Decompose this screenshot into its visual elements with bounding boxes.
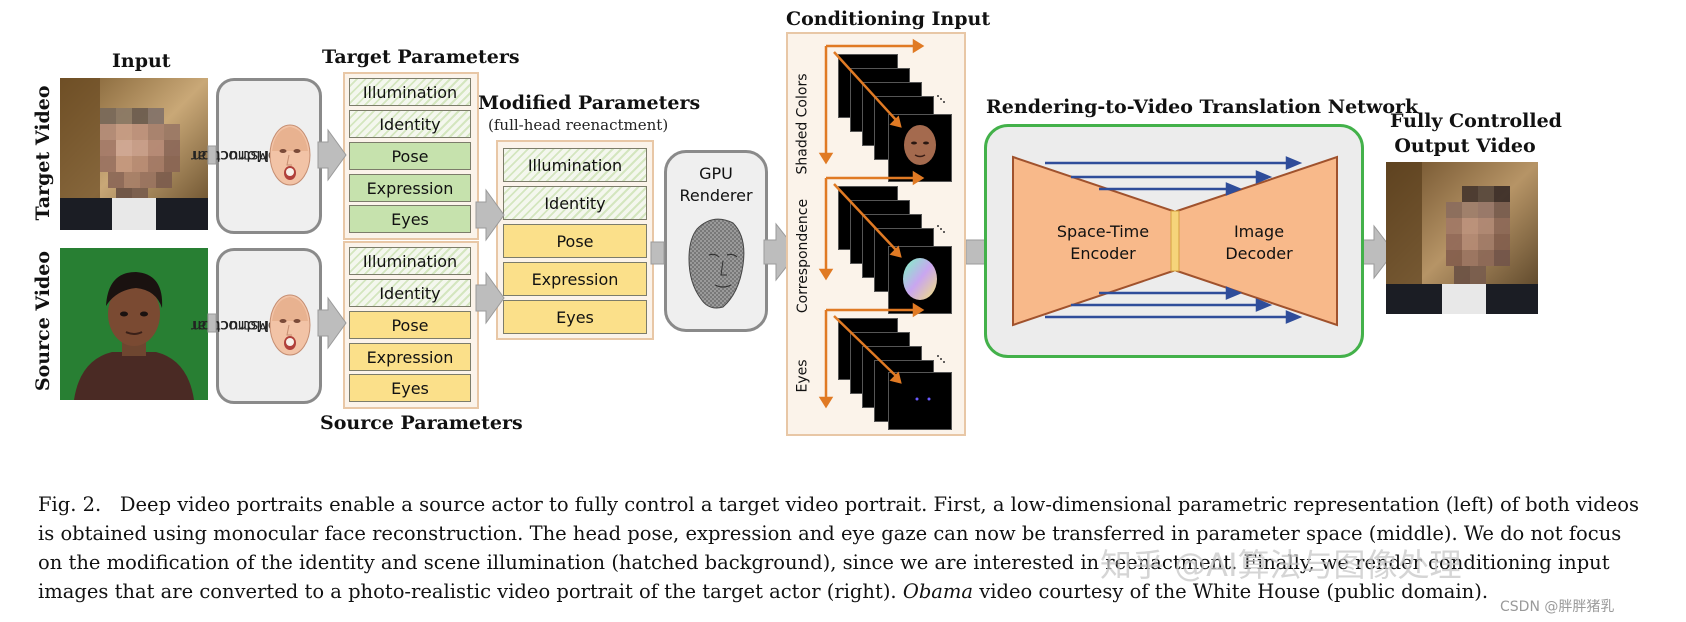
decoder-label-line1: Image [1233,222,1285,241]
caption-italic: Obama [902,580,974,603]
target-param-illumination: Illumination [349,78,471,106]
target-portrait-image [60,78,208,230]
face-model-icon [269,124,311,186]
decoder-label-line2: Decoder [1225,244,1293,263]
output-portrait-image [1386,162,1538,314]
source-param-expression: Expression [349,343,471,371]
source-param-eyes: Eyes [349,374,471,402]
modified-param-illumination: Illumination [503,148,647,182]
target-video-frame [60,78,208,230]
target-param-eyes: Eyes [349,205,471,233]
encoder-label-line1: Space-Time [1056,222,1150,241]
network-title: Rendering-to-Video Translation Network [986,96,1419,118]
modified-parameters-header: Modified Parameters [478,92,701,114]
figure-caption: Fig. 2. Deep video portraits enable a so… [38,490,1648,606]
caption-prefix: Fig. 2. [38,493,102,516]
correspondence-face-icon [903,258,937,300]
csdn-watermark: CSDN @胖胖猪乳 [1500,599,1615,615]
modified-param-eyes: Eyes [503,300,647,334]
modified-param-pose: Pose [503,224,647,258]
target-param-identity: Identity [349,110,471,138]
output-header-line1: Fully Controlled [1390,110,1562,132]
source-parameters-header: Source Parameters [320,412,523,434]
figure: Input Target Parameters Modified Paramet… [32,8,1562,436]
eyes-dots-icon [915,397,931,401]
translation-network: Space-Time Encoder Image Decoder [984,124,1364,358]
source-param-identity: Identity [349,279,471,307]
output-header-line2: Output Video [1394,135,1536,157]
shaded-face-icon [904,125,936,165]
modified-param-expression: Expression [503,262,647,296]
corr-frame-front [888,246,952,314]
gpu-label-line2: Renderer [679,186,753,205]
input-header: Input [112,50,171,72]
zhihu-watermark: 知乎 @AI算法与图像处理 [1100,546,1462,584]
conditioning-input-header: Conditioning Input [786,8,991,30]
encoder-label-line2: Encoder [1070,244,1136,263]
source-param-pose: Pose [349,311,471,339]
encoder-decoder-diagram [1012,155,1338,327]
output-video-frame [1386,162,1538,314]
modified-parameters-subtitle: (full-head reenactment) [488,116,669,134]
source-parameters-stack: Illumination Identity Pose Expression Ey… [343,241,479,409]
gpu-label-line1: GPU [699,164,733,183]
face-model-icon [269,294,311,356]
target-parameters-header: Target Parameters [322,46,520,68]
conditioning-axes [818,38,945,409]
caption-text-end: video courtesy of the White House (publi… [979,580,1489,603]
conditioning-input-panel: Shaded Colors Correspondence Eyes [786,32,966,436]
caption-text-main: Deep video portraits enable a source act… [38,493,1639,603]
modified-parameters-stack: Illumination Identity Pose Expression Ey… [496,140,654,340]
target-param-pose: Pose [349,142,471,170]
source-video-frame [60,248,208,400]
gpu-renderer: GPU Renderer [664,150,768,332]
source-param-illumination: Illumination [349,247,471,275]
source-portrait-image [60,248,208,400]
modified-param-identity: Identity [503,186,647,220]
target-param-expression: Expression [349,174,471,202]
head-mesh-icon [688,218,745,309]
